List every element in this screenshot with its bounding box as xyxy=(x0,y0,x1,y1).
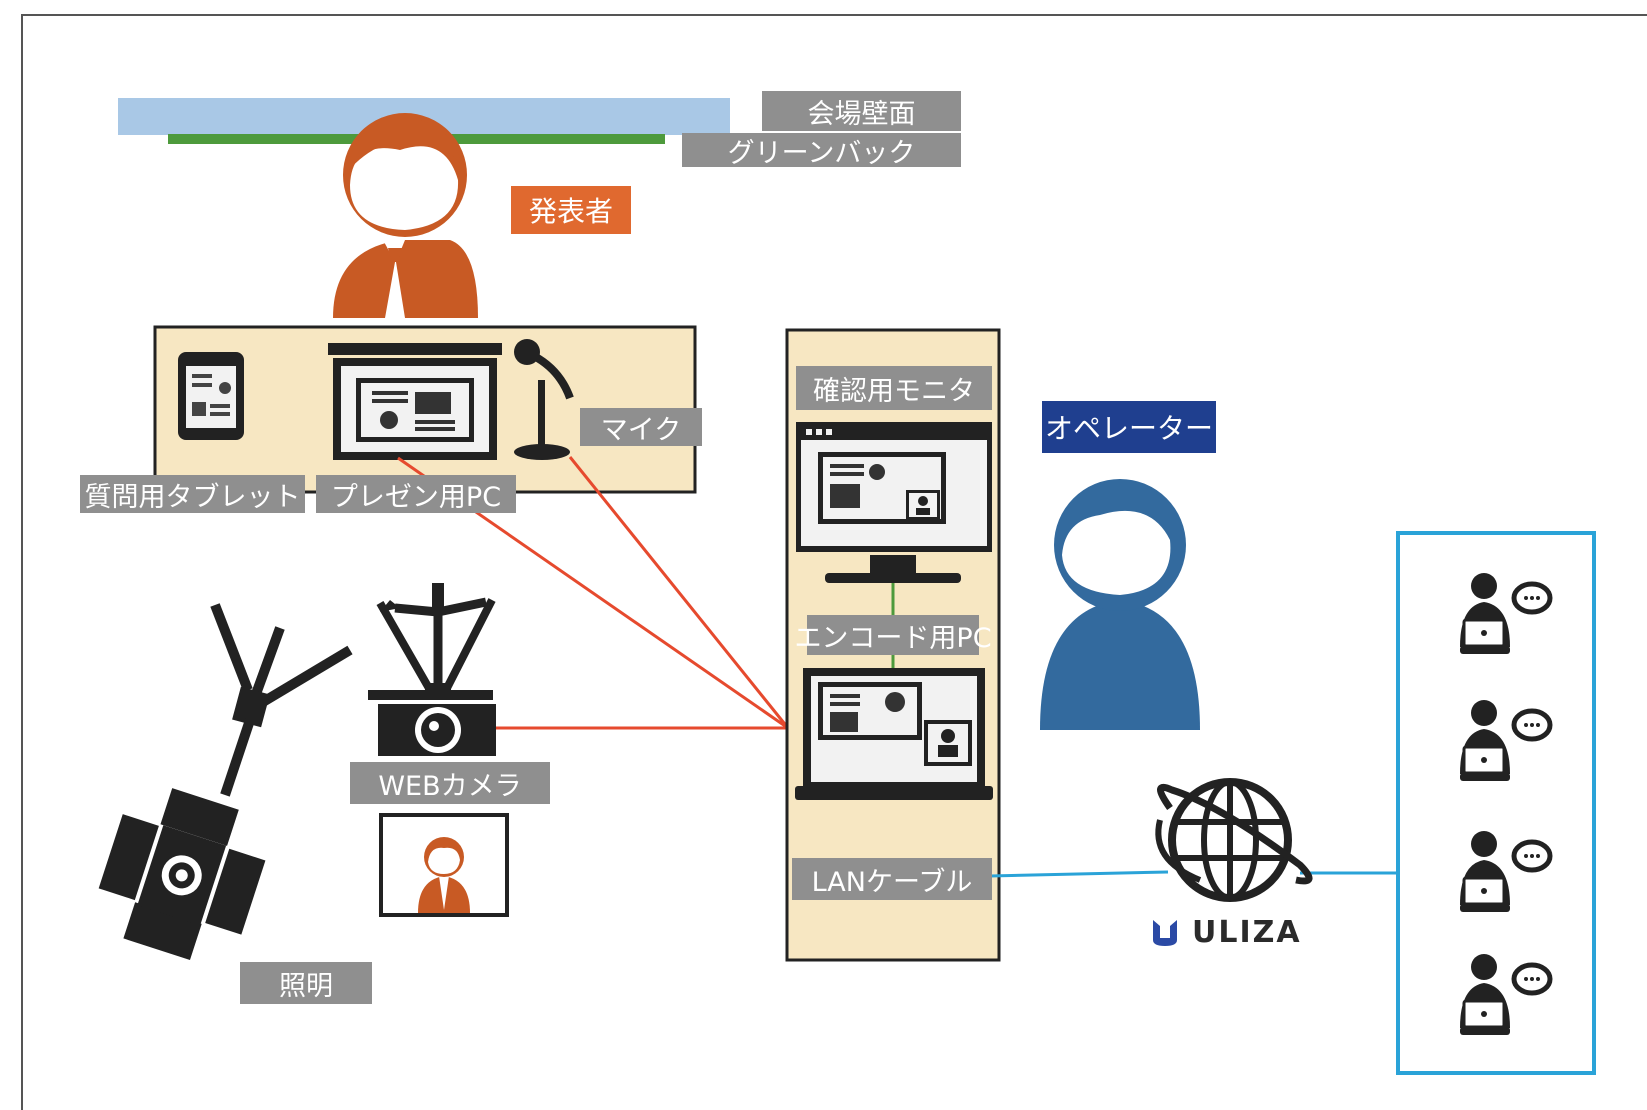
uliza-logo xyxy=(1153,920,1177,946)
green-back-label: グリーンバック xyxy=(682,133,961,169)
mic-label: マイク xyxy=(580,408,702,446)
web-camera-icon xyxy=(368,583,496,756)
monitor-icon xyxy=(796,422,992,583)
question-tablet-label: 質問用タブレット xyxy=(80,475,305,513)
lan-cable-label: LANケーブル xyxy=(792,858,992,900)
camera-preview xyxy=(379,813,509,917)
globe-icon xyxy=(1155,778,1313,902)
laptop-icon xyxy=(795,668,993,800)
presentation-pc-label: プレゼン用PC xyxy=(316,475,516,513)
tablet-icon xyxy=(178,352,244,440)
viewer-icon xyxy=(1460,954,1553,1035)
blue-network-lines xyxy=(989,870,1398,878)
viewer-icon xyxy=(1460,573,1553,654)
venue-wall-label: 会場壁面 xyxy=(762,91,961,131)
operator-person-icon xyxy=(1040,479,1200,730)
presenter-person-icon xyxy=(333,113,478,318)
viewer-icon xyxy=(1460,700,1553,781)
web-camera-label: WEBカメラ xyxy=(350,762,550,804)
encode-pc-label: エンコード用PC xyxy=(794,615,992,655)
operator-label: オペレーター xyxy=(1042,401,1216,453)
check-monitor-label: 確認用モニタ xyxy=(796,366,992,410)
microphone-icon xyxy=(514,339,574,460)
viewer-icon xyxy=(1460,831,1553,912)
presenter-label: 発表者 xyxy=(511,186,631,234)
lighting-icon xyxy=(98,603,353,961)
laptop-icon xyxy=(328,343,502,460)
uliza-brand-name: ULIZA xyxy=(1192,915,1302,950)
lighting-label: 照明 xyxy=(240,962,372,1004)
outer-frame xyxy=(21,14,1647,1110)
